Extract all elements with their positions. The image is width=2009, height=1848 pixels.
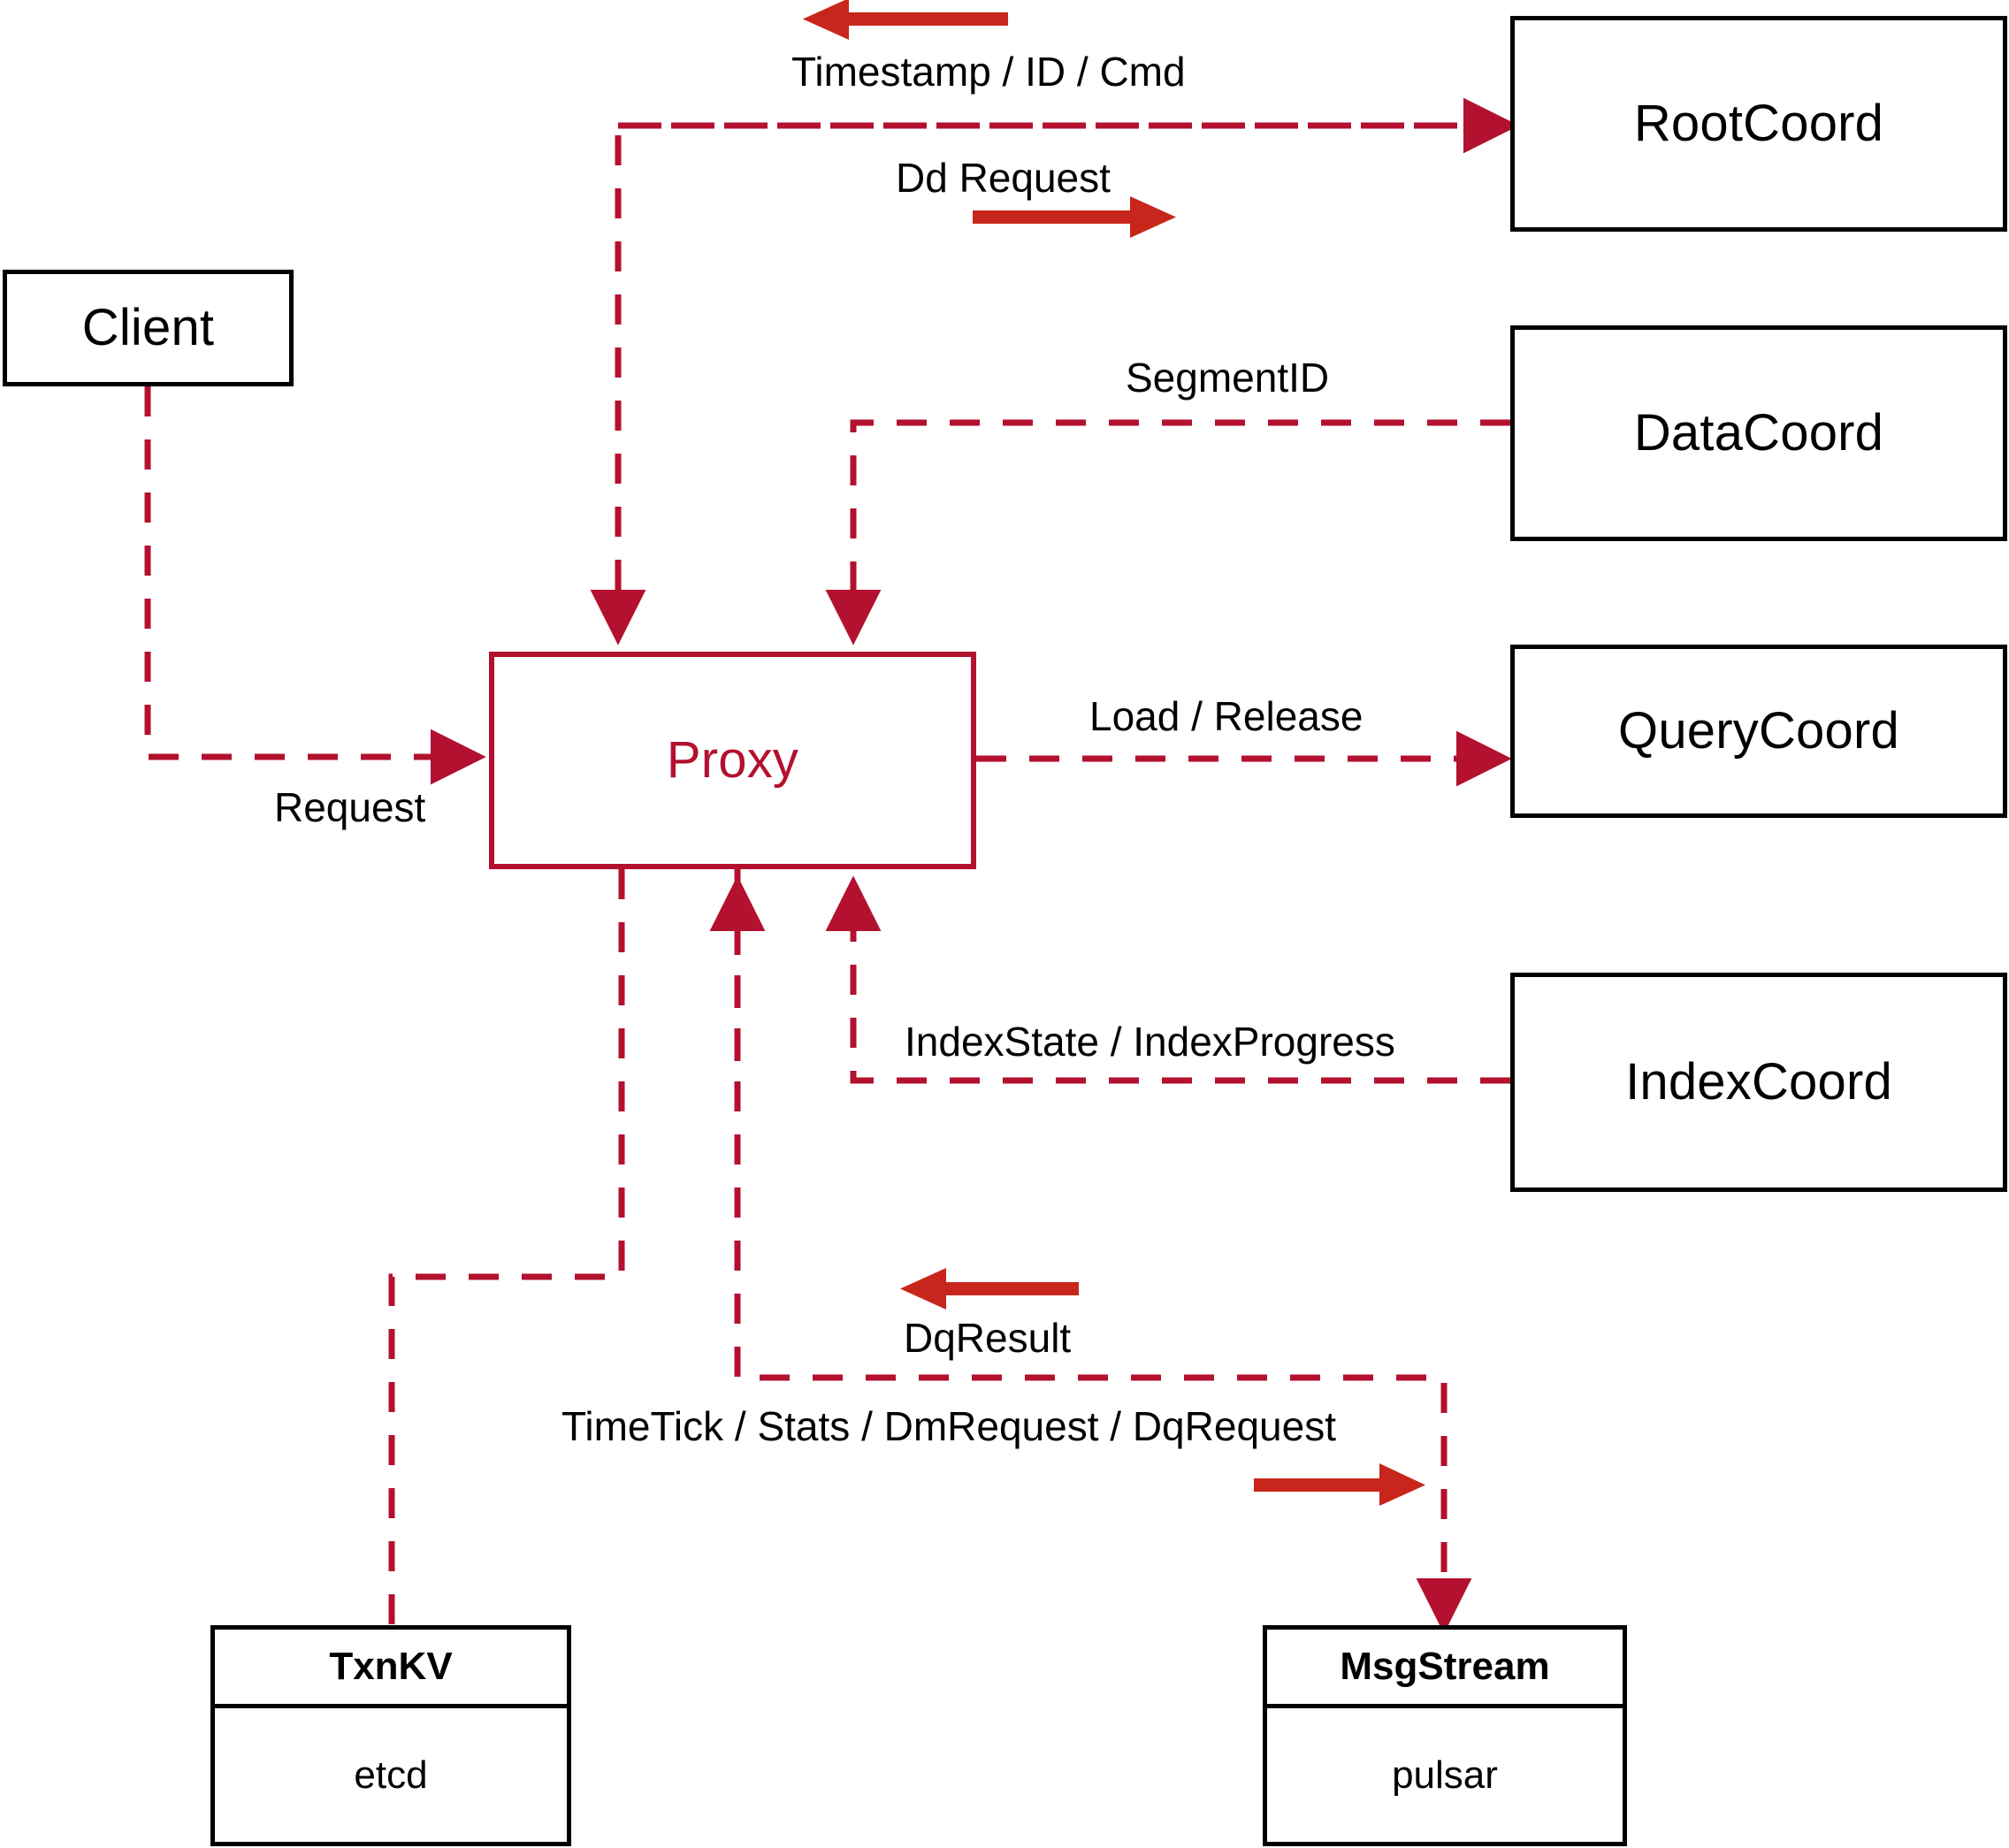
bold-arrow-dd-request-right — [973, 196, 1176, 238]
edge-label-index-state-progress: IndexState / IndexProgress — [905, 1019, 1395, 1065]
edge-label-dq-result: DqResult — [904, 1315, 1072, 1361]
node-rootcoord-label: RootCoord — [1633, 95, 1884, 152]
node-txnkv[interactable]: TxnKV etcd — [210, 1625, 571, 1846]
bold-arrow-timestamp-left — [803, 0, 1008, 40]
node-querycoord[interactable]: QueryCoord — [1510, 645, 2007, 818]
node-client[interactable]: Client — [3, 270, 294, 386]
edge-proxy-msgstream — [734, 869, 1472, 1634]
edge-proxy-rootcoord — [590, 97, 1519, 645]
node-datacoord-label: DataCoord — [1633, 404, 1884, 462]
edge-label-timestamp-id-cmd: Timestamp / ID / Cmd — [791, 49, 1186, 95]
node-proxy-label: Proxy — [666, 731, 799, 789]
node-indexcoord-label: IndexCoord — [1625, 1053, 1892, 1111]
node-msgstream-body: pulsar — [1392, 1753, 1498, 1797]
node-txnkv-body: etcd — [354, 1753, 428, 1797]
bold-arrow-dqresult-left — [900, 1268, 1079, 1310]
bold-arrow-timetick-right — [1254, 1463, 1425, 1506]
node-proxy[interactable]: Proxy — [489, 652, 976, 869]
edge-datacoord-proxy — [825, 419, 1510, 645]
edge-label-request: Request — [274, 784, 426, 830]
edge-label-load-release: Load / Release — [1089, 693, 1364, 739]
edge-label-segment-id: SegmentID — [1126, 355, 1330, 401]
edge-label-dd-request: Dd Request — [896, 155, 1111, 201]
node-msgstream-header: MsgStream — [1267, 1630, 1623, 1708]
edge-client-proxy — [144, 386, 486, 785]
node-msgstream[interactable]: MsgStream pulsar — [1263, 1625, 1627, 1846]
edge-proxy-txnkv — [388, 869, 625, 1625]
node-datacoord[interactable]: DataCoord — [1510, 325, 2007, 541]
node-querycoord-label: QueryCoord — [1618, 702, 1899, 760]
edge-label-timetick-stats: TimeTick / Stats / DmRequest / DqRequest — [561, 1403, 1336, 1449]
node-txnkv-header: TxnKV — [215, 1630, 567, 1708]
node-client-label: Client — [81, 299, 215, 356]
node-indexcoord[interactable]: IndexCoord — [1510, 973, 2007, 1192]
node-rootcoord[interactable]: RootCoord — [1510, 16, 2007, 232]
